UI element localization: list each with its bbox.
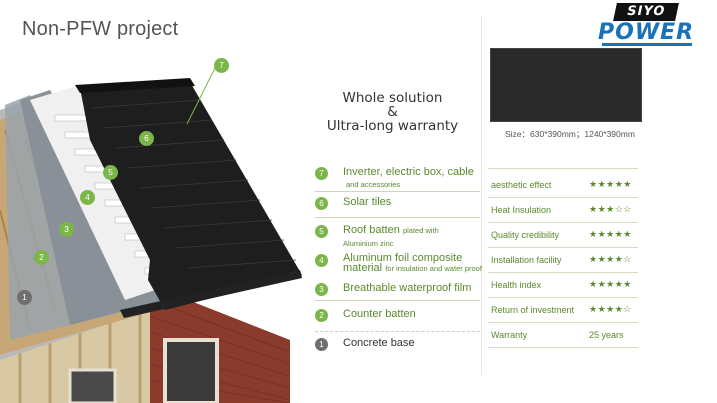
window-right: [163, 338, 219, 403]
layer-sub: plated with Aluminium zinc: [343, 226, 439, 248]
feature-row: Quality credibility ★★★★★: [488, 222, 638, 248]
feature-label: Quality credibility: [491, 229, 560, 240]
solar-tile-lines: [91, 99, 297, 269]
heading-line2: &: [387, 104, 398, 120]
layer-badge: 2: [315, 309, 328, 322]
layer-divider: [315, 217, 480, 218]
layer-divider: [315, 191, 480, 192]
layer-item-5: 5 Roof batten plated with Aluminium zinc: [315, 224, 473, 248]
feature-label: Installation facility: [491, 254, 562, 265]
feature-stars: ★★★☆☆: [589, 204, 632, 214]
callout-1: 1: [17, 290, 32, 305]
layer-badge: 1: [315, 338, 328, 351]
callout-7-line: [186, 67, 216, 125]
layer-item-7: 7 Inverter, electric box, cable and acces…: [315, 166, 474, 189]
feature-stars: ★★★★☆: [589, 254, 632, 264]
feature-stars: ★★★★★: [589, 229, 632, 239]
logo-siyo: SIYO: [613, 3, 679, 21]
vertical-divider: [481, 15, 482, 375]
feature-row: aesthetic effect ★★★★★: [488, 172, 638, 198]
feature-row: Installation facility ★★★★☆: [488, 247, 638, 273]
callout-6: 6: [139, 131, 154, 146]
feature-row: Return of investment ★★★★☆: [488, 297, 638, 323]
feature-row: Warranty 25 years: [488, 322, 638, 348]
layer-item-4: 4 Aluminum foil composite material for i…: [315, 253, 483, 275]
layer-label: Solar tiles: [343, 196, 392, 208]
heading-line1: Whole solution: [342, 90, 443, 106]
layer-item-1: 1 Concrete base: [315, 337, 415, 359]
feature-label: Return of investment: [491, 304, 575, 315]
roof-eave: [120, 270, 302, 318]
layer-label: Roof batten: [343, 224, 400, 236]
panel-size: Size：630*390mm；1240*390mm: [505, 129, 635, 139]
feature-label: Warranty: [491, 329, 528, 340]
callout-2: 2: [34, 250, 49, 265]
page-title: Non-PFW project: [22, 18, 179, 40]
callout-7: 7: [214, 58, 229, 73]
callout-4: 4: [80, 190, 95, 205]
layer-sub: and accessories: [346, 180, 401, 189]
feature-row: Health index ★★★★★: [488, 272, 638, 298]
layer-label: Breathable waterproof film: [343, 282, 472, 294]
layer-badge: 5: [315, 225, 328, 238]
window-left: [68, 368, 117, 403]
feature-stars: ★★★★★: [589, 279, 632, 289]
callout-5: 5: [103, 165, 118, 180]
layer-badge: 3: [315, 283, 328, 296]
heading-line3: Ultra-long warranty: [326, 118, 459, 134]
feature-stars: ★★★★★: [589, 179, 632, 189]
layer-badge: 6: [315, 197, 328, 210]
layer-badge: 7: [315, 167, 328, 180]
layer-item-6: 6 Solar tiles: [315, 196, 391, 218]
feature-stars: ★★★★☆: [589, 304, 632, 314]
layer-solar-tiles: [80, 82, 302, 310]
layer-label: Inverter, electric box, cable: [343, 166, 474, 178]
feature-value: 25 years: [589, 329, 624, 340]
layer-divider: [315, 331, 480, 333]
solar-panel-image: [490, 48, 642, 122]
feature-label: Heat Insulation: [491, 204, 552, 215]
layer-badge: 4: [315, 254, 328, 267]
layer-label: Counter batten: [343, 308, 416, 320]
layer-label: Aluminum foil composite material: [343, 252, 463, 274]
logo-underline: [602, 43, 692, 46]
logo-power: POWER: [598, 20, 695, 45]
layer-label: Concrete base: [343, 337, 415, 349]
layer-item-3: 3 Breathable waterproof film: [315, 282, 471, 304]
roof-illustration: [0, 78, 302, 403]
feature-row: Heat Insulation ★★★☆☆: [488, 197, 638, 223]
callout-3: 3: [59, 222, 74, 237]
layer-item-2: 2 Counter batten: [315, 308, 416, 330]
feature-table-top: [488, 168, 638, 169]
roof-ridge: [75, 78, 195, 93]
layer-divider: [315, 300, 480, 301]
feature-label: aesthetic effect: [491, 179, 552, 190]
feature-label: Health index: [491, 279, 542, 290]
layer-sub: for insulation and water proof: [385, 264, 482, 273]
